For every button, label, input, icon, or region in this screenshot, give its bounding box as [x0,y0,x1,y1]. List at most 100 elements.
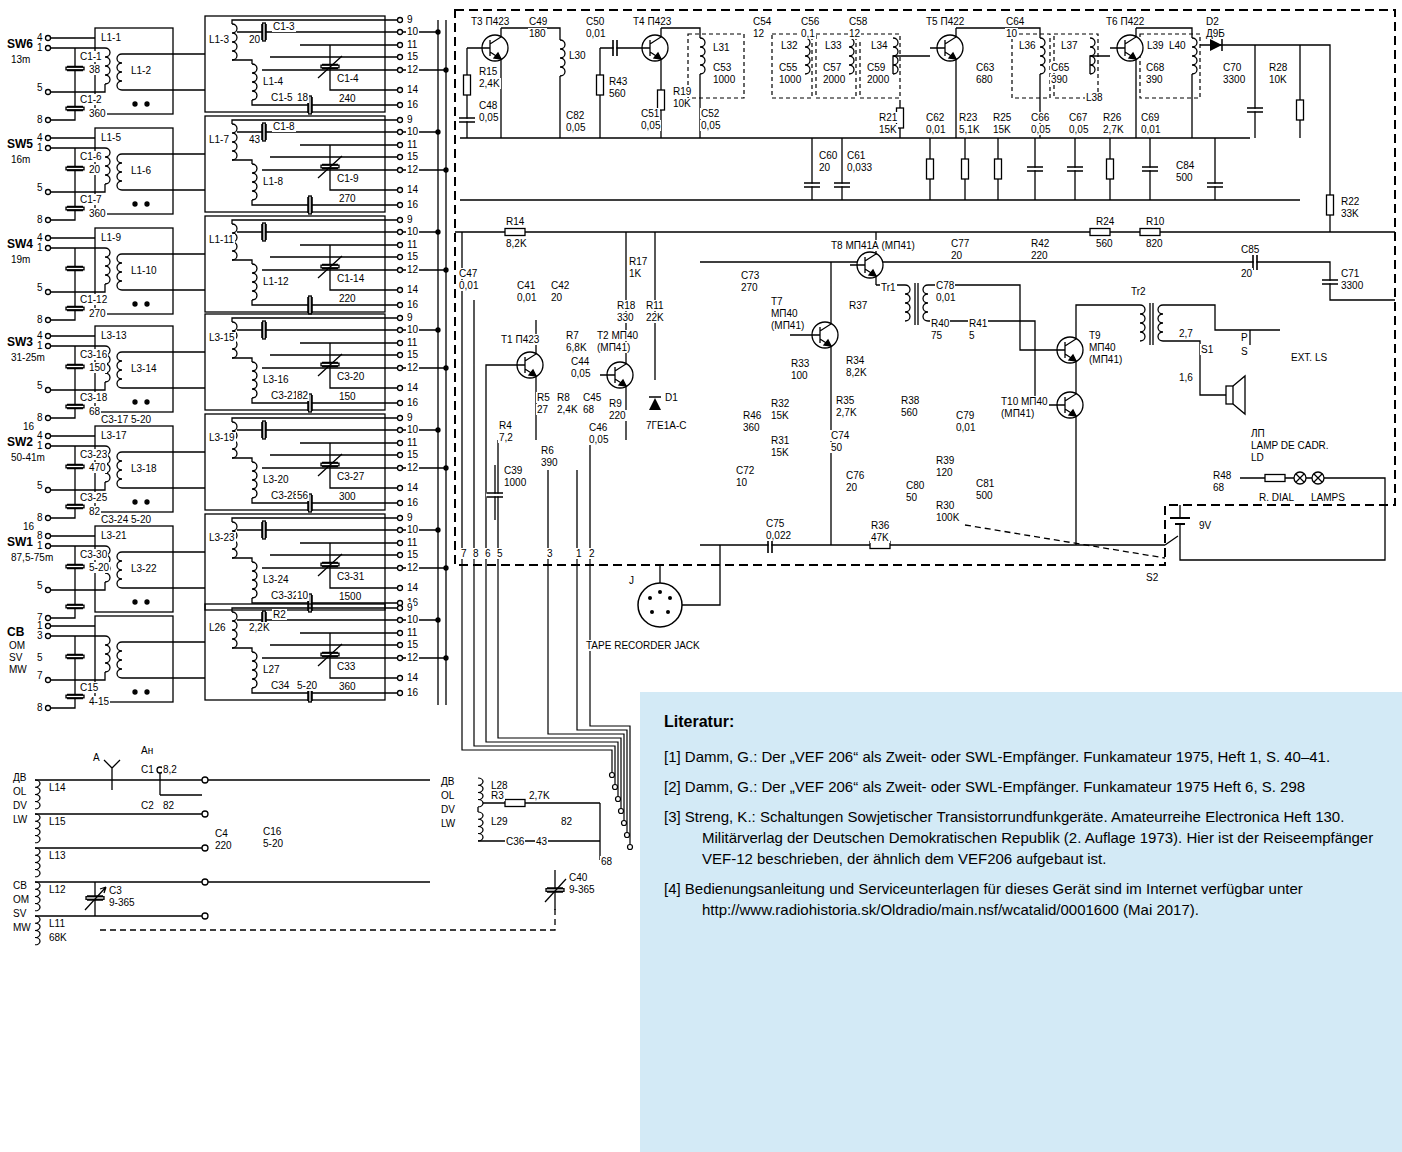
part-label: 100K [935,512,960,523]
part-label: C3-27 [336,471,365,482]
part-label: R3 [490,790,505,801]
part-label: C81 [975,478,995,489]
part-label: C3-32 [270,590,299,601]
part-label: 33K [1340,208,1360,219]
part-label: 8 [36,412,44,423]
part-label: R38 [900,395,920,406]
part-label: 20 [248,34,261,45]
part-label: 1 [36,440,44,451]
part-label: 12 [406,264,419,275]
part-label: 68 [88,406,101,417]
part-label: SW6 [6,38,34,51]
part-label: 0,033 [846,162,873,173]
part-label: C85 [1240,244,1260,255]
reference-entry: [2] Damm, G.: Der „VEF 206“ als Zweit- o… [664,776,1378,797]
part-label: 240 [338,93,357,104]
part-label: R30 [935,500,955,511]
part-label: R26 [1102,112,1122,123]
part-label: 220 [608,410,627,421]
part-label: 220 [338,293,357,304]
part-label: 12 [406,164,419,175]
part-label: C74 [830,430,850,441]
part-label: 20 [550,292,563,303]
part-label: C62 [925,112,945,123]
part-label: 2,7K [1102,124,1125,135]
part-label: 360 [88,108,107,119]
part-label: A [92,752,101,763]
part-label: 390 [1050,74,1069,85]
part-label: 12 [752,28,765,39]
part-label: 8 [36,314,44,325]
part-label: C36 [505,836,525,847]
part-label: 15K [770,410,790,421]
part-label: 31-25m [10,352,46,363]
part-label: EXT. LS [1290,352,1328,363]
part-label: L1-4 [262,76,284,87]
part-label: 4-15 [88,696,110,707]
part-label: 9 [406,312,414,323]
part-label: 100 [790,370,809,381]
part-label: 150 [338,391,357,402]
wiring [438,10,1395,705]
part-label: C3-17 [100,414,129,425]
part-label: T6 П422 [1105,16,1145,27]
part-label: C54 [752,16,772,27]
part-label: L40 [1168,40,1187,51]
part-label: 68 [582,404,595,415]
part-label: 3 [546,548,554,559]
part-label: C3 [108,885,123,896]
part-label: C82 [565,110,585,121]
part-label: R. DIAL [1258,492,1295,503]
part-label: 0,01 [955,422,976,433]
part-label: ЛП [1250,428,1266,439]
part-label: 5 [36,652,44,663]
part-label: C60 [818,150,838,161]
part-label: L12 [48,884,67,895]
part-label: 87,5-75m [10,552,54,563]
part-label: OM [8,640,26,651]
part-label: 20 [1240,268,1253,279]
part-label: 14 [406,382,419,393]
part-label: DV [440,804,456,815]
part-label: 8,2K [505,238,528,249]
part-label: R48 [1212,470,1232,481]
part-label: 6 [484,548,492,559]
part-label: 10 [406,424,419,435]
part-label: C4 [214,828,229,839]
part-label: C45 [582,392,602,403]
part-label: S2 [1145,572,1159,583]
part-label: 2000 [822,74,846,85]
part-label: 68K [48,932,68,943]
component-symbols [458,28,1339,627]
part-label: C1-6 [79,151,103,162]
part-label: 360 [338,681,357,692]
part-label: 47K [870,532,890,543]
part-label: 9V [1198,520,1212,531]
part-label: 15 [406,251,419,262]
part-label: 500 [975,490,994,501]
part-label: Tr2 [1130,286,1147,297]
part-label: R2 [272,609,287,620]
part-label: C39 [503,465,523,476]
part-label: L32 [780,40,799,51]
part-label: 14 [406,84,419,95]
part-label: 82 [560,816,573,827]
part-label: 0,022 [765,530,792,541]
part-label: L3-14 [130,363,158,374]
part-label: 5,1K [958,124,981,135]
part-label: 560 [1095,238,1114,249]
part-label: 15 [406,151,419,162]
reference-heading: Literatur: [664,712,1378,732]
part-label: L3-13 [100,330,128,341]
part-label: L1-1 [100,32,122,43]
part-label: 9 [406,412,414,423]
part-label: 180 [528,28,547,39]
part-label: МП40 [1088,342,1117,353]
part-label: LAMP DE CADR. [1250,440,1330,451]
part-label: L26 [208,622,227,633]
part-label: (МП41) [1000,408,1035,419]
part-label: R14 [505,216,525,227]
part-label: 68 [1212,482,1225,493]
part-label: ДВ [12,772,27,783]
part-label: MW [12,922,32,933]
